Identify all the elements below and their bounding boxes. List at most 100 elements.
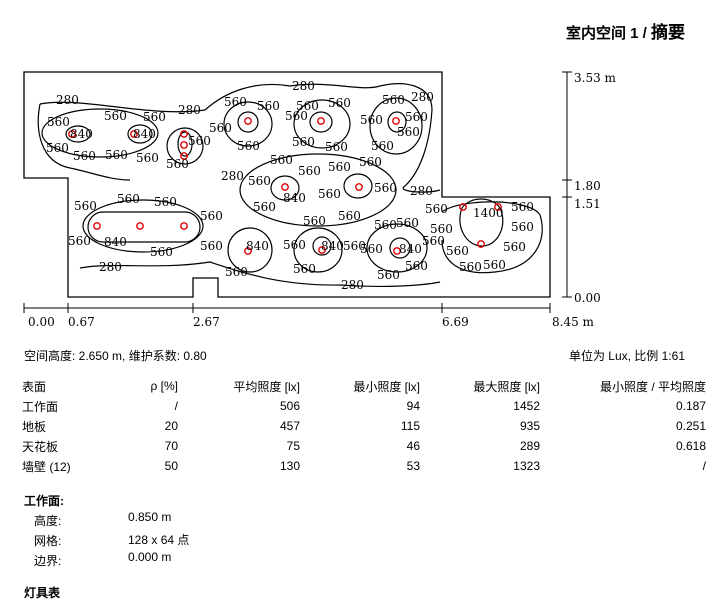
room-height-maintenance: 空间高度: 2.650 m, 维护系数: 0.80 [24, 349, 207, 363]
contour-label-1400: 1400 [473, 206, 504, 220]
summary-title: 摘要 [651, 23, 685, 42]
cell: 94 [406, 399, 420, 413]
cell: 地板 [22, 419, 47, 434]
x-tick-label: 0.67 [68, 315, 95, 329]
contour-label-560: 560 [303, 214, 326, 228]
contour-label-560: 560 [200, 209, 223, 223]
contour-labels: 280 280 280 280 280 280 280 280 840 840 … [46, 79, 534, 292]
contour-label-560: 560 [371, 139, 394, 153]
contour-label-560: 560 [200, 239, 223, 253]
table-row: 工作面 / 506 94 1452 0.187 [22, 396, 706, 416]
contour-1400 [459, 198, 504, 247]
cell: 0.187 [675, 399, 706, 413]
contour-840-g [270, 175, 300, 201]
contour-label-560: 560 [318, 187, 341, 201]
cell: 289 [519, 439, 540, 453]
workplane-grid-label: 网格: [34, 534, 62, 548]
contour-label-560: 560 [377, 268, 400, 282]
x-tick-label: 2.67 [193, 315, 220, 329]
contour-840-b [127, 124, 153, 144]
y-tick-label: 3.53 m [574, 71, 617, 85]
contour-560-j [366, 223, 428, 273]
contour-label-560: 560 [68, 234, 91, 248]
col-header-min: 最小照度 [lx] [353, 379, 420, 394]
workplane-grid-value: 128 x 64 点 [128, 533, 190, 547]
contour-label-560: 560 [328, 160, 351, 174]
contour-840-h [343, 173, 373, 199]
contour-label-560: 560 [405, 110, 428, 124]
contour-label-560: 560 [483, 258, 506, 272]
contour-label-280: 280 [410, 184, 433, 198]
luminaire-marker [392, 117, 400, 125]
contour-560-c [223, 101, 273, 147]
x-tick-label: 8.45 m [552, 315, 595, 329]
contour-label-560: 560 [166, 157, 189, 171]
x-tick-label: 0.00 [28, 315, 55, 329]
contour-560-e [369, 97, 423, 155]
table-row: 天花板 70 75 46 289 0.618 [22, 436, 706, 456]
contour-560-i [293, 227, 343, 273]
contour-label-560: 560 [270, 153, 293, 167]
luminaire-table-title: 灯具表 [24, 586, 61, 600]
luminaire-marker [355, 183, 363, 191]
workplane-border-label: 边界: [34, 554, 62, 568]
table-row: 墙壁 (12) 50 130 53 1323 / [22, 456, 706, 476]
contour-label-560: 560 [136, 151, 159, 165]
room-outline [23, 71, 551, 298]
contour-label-560: 560 [425, 202, 448, 216]
luminaire-marker [459, 203, 467, 211]
luminaire-marker [180, 152, 188, 160]
contour-840-j [312, 236, 332, 256]
contour-840-f [387, 111, 407, 133]
cell: / [174, 399, 178, 413]
floor-plan-isolux: 280 280 280 280 280 280 280 280 840 840 … [23, 71, 617, 329]
y-scale [562, 71, 572, 298]
cell: 20 [164, 419, 178, 433]
contour-label-560: 560 [104, 109, 127, 123]
surface-table: 表面 ρ [%] 平均照度 [lx] 最小照度 [lx] 最大照度 [lx] 最… [22, 376, 706, 476]
contour-560-h [227, 227, 273, 273]
contour-label-560: 560 [224, 95, 247, 109]
luminaire-marker [130, 130, 138, 138]
contour-label-560: 560 [293, 262, 316, 276]
contour-label-560: 560 [285, 109, 308, 123]
contour-label-560: 560 [298, 164, 321, 178]
contour-label-560: 560 [150, 245, 173, 259]
cell: 70 [164, 439, 178, 453]
luminaire-marker [180, 130, 188, 138]
contour-label-280: 280 [292, 79, 315, 93]
contour-label-560: 560 [73, 149, 96, 163]
contour-label-280: 280 [411, 90, 434, 104]
page-title: 室内空间 1 / 摘要 [566, 18, 685, 43]
contour-label-560: 560 [154, 195, 177, 209]
contour-label-560: 560 [209, 121, 232, 135]
contour-560-b [166, 127, 204, 165]
contour-840-c [177, 131, 193, 157]
cell: / [702, 459, 706, 473]
contour-label-840: 840 [133, 127, 156, 141]
contour-label-560: 560 [253, 200, 276, 214]
luminaire-marker [477, 240, 485, 248]
contour-560-a [41, 108, 159, 158]
contour-label-560: 560 [374, 181, 397, 195]
x-tick-label: 6.69 [442, 315, 469, 329]
contour-560-g [82, 199, 204, 253]
contour-840-a [65, 125, 91, 143]
y-tick-label: 0.00 [574, 291, 601, 305]
contour-label-560: 560 [360, 113, 383, 127]
luminaire-marker [281, 183, 289, 191]
contour-840-i [87, 211, 201, 243]
contour-label-560: 560 [248, 174, 271, 188]
col-header-reflectance: ρ [%] [150, 379, 179, 393]
contour-840-e [309, 111, 333, 133]
cell: 0.251 [675, 419, 706, 433]
y-tick-label: 1.51 [574, 197, 601, 211]
contour-label-560: 560 [430, 222, 453, 236]
cell: 935 [519, 419, 540, 433]
workplane-height-label: 高度: [34, 514, 62, 528]
cell: 46 [406, 439, 420, 453]
cell: 0.618 [675, 439, 706, 453]
contour-label-560: 560 [237, 139, 260, 153]
contour-label-560: 560 [47, 115, 70, 129]
contour-label-560: 560 [511, 220, 534, 234]
